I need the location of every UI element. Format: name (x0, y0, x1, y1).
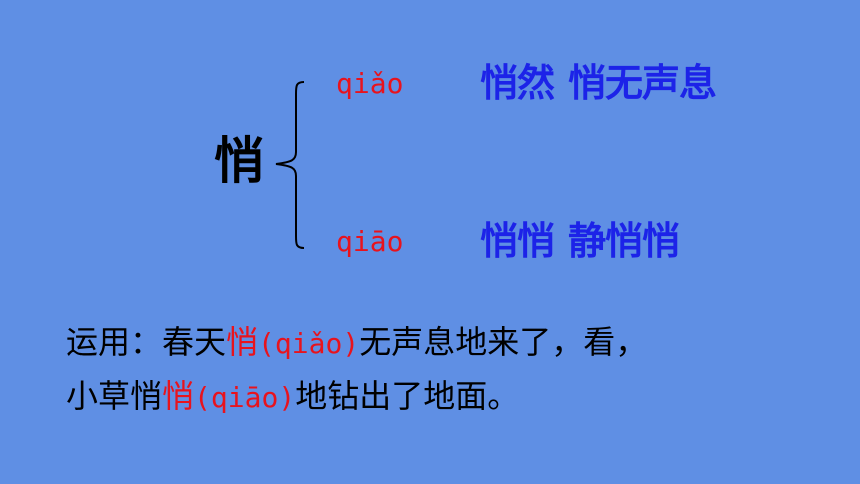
usage-line-1-prefix: 运用：春天 (66, 323, 227, 361)
pinyin-reading-2: qiāo (336, 225, 404, 258)
usage-line-1-highlight: 悄 (226, 323, 259, 361)
usage-line-2-pinyin: (qiāo) (194, 381, 296, 414)
usage-line-2-prefix: 小草悄 (66, 377, 163, 415)
word-1-1: 悄然 (480, 61, 555, 105)
usage-line-1-suffix: 无声息地来了，看， (359, 323, 648, 361)
bracket-brace (275, 81, 305, 249)
pinyin-reading-1: qiǎo (336, 67, 404, 100)
usage-sentence-line-2: 小草悄悄(qiāo)地钻出了地面。 (66, 380, 519, 412)
word-group-2: 悄悄静悄悄 (480, 219, 680, 263)
word-1-2: 悄无声息 (568, 61, 717, 105)
usage-line-1-pinyin: (qiǎo) (258, 327, 360, 360)
word-2-1: 悄悄 (480, 219, 555, 263)
usage-sentence-line-1: 运用：春天悄(qiǎo)无声息地来了，看， (66, 326, 647, 358)
word-2-2: 静悄悄 (568, 219, 680, 263)
main-character: 悄 (214, 132, 264, 190)
usage-line-2-highlight: 悄 (162, 377, 195, 415)
usage-line-2-suffix: 地钻出了地面。 (295, 377, 520, 415)
word-group-1: 悄然悄无声息 (480, 61, 717, 105)
